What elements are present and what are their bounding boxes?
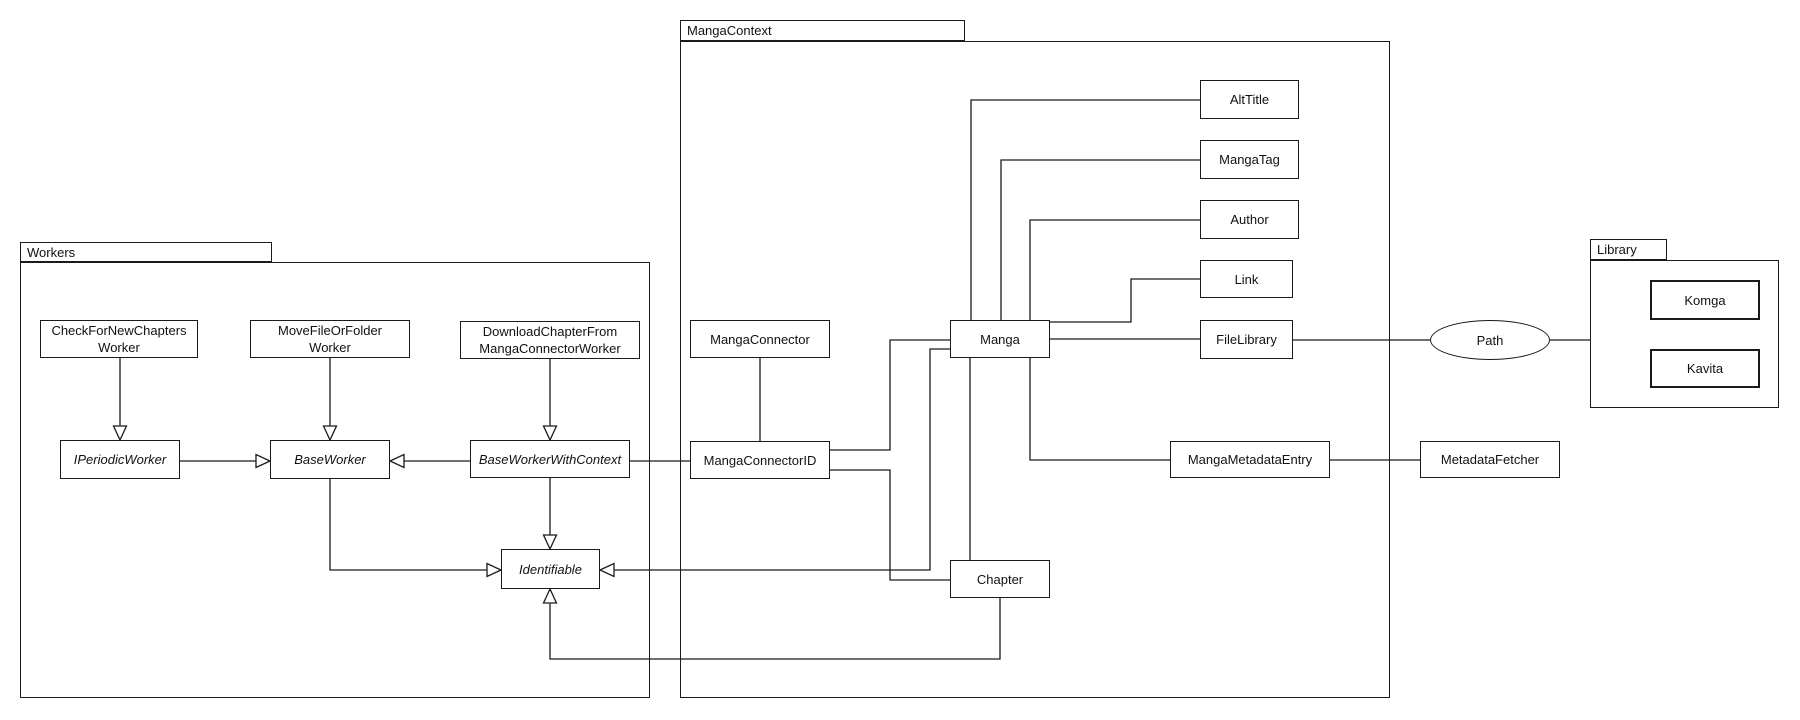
class-label-line: Path xyxy=(1476,332,1504,348)
class-label-line: CheckForNewChapters xyxy=(51,323,187,338)
inherit-arrowhead-check_worker-iperiodic_worker xyxy=(112,425,128,442)
class-box-base_worker_with_context: BaseWorkerWithContext xyxy=(470,440,630,478)
class-box-manga_connector: MangaConnector xyxy=(690,320,830,358)
class-box-manga_connector_id: MangaConnectorID xyxy=(690,441,830,479)
inherit-arrowhead-base_worker-identifiable xyxy=(486,562,503,578)
class-box-chapter: Chapter xyxy=(950,560,1050,598)
inherit-arrowhead-base_worker_with_context-base_worker xyxy=(388,453,405,469)
class-label-line: MetadataFetcher xyxy=(1440,452,1540,467)
edge-manga-link xyxy=(1050,278,1200,323)
class-label-line: Identifiable xyxy=(519,561,582,577)
class-label-line: MangaConnectorID xyxy=(703,452,817,468)
class-box-komga: Komga xyxy=(1650,280,1760,320)
package-label: MangaContext xyxy=(687,23,772,38)
class-label-line: Manga xyxy=(980,331,1020,347)
edge-manga-alt_title xyxy=(970,99,1200,320)
package-tab-manga_context: MangaContext xyxy=(680,20,965,41)
class-label-line: MangaConnectorWorker xyxy=(479,341,621,356)
class-label-line: MangaConnector xyxy=(710,331,810,347)
class-label-line: DownloadChapterFrom xyxy=(482,324,618,339)
class-label-line: Link xyxy=(1234,271,1259,287)
class-label-line: Komga xyxy=(1684,292,1726,308)
class-box-alt_title: AltTitle xyxy=(1200,80,1299,119)
class-label-line: MoveFileOrFolder xyxy=(277,323,383,338)
class-label-line: IPeriodicWorker xyxy=(73,452,167,467)
edge-manga-manga_connector_id xyxy=(830,339,950,451)
package-label: Workers xyxy=(27,244,76,260)
inherit-arrowhead-download_worker-base_worker_with_context xyxy=(542,425,558,442)
class-box-link: Link xyxy=(1200,260,1293,298)
inherit-arrowhead-chapter-identifiable xyxy=(542,587,558,604)
class-label-line: FileLibrary xyxy=(1216,332,1277,347)
class-label-line: MangaTag xyxy=(1219,152,1280,167)
class-label-line: BaseWorkerWithContext xyxy=(478,451,622,467)
edge-manga-manga_tag xyxy=(1000,159,1200,320)
class-box-file_library: FileLibrary xyxy=(1200,320,1293,359)
class-label-line: Author xyxy=(1230,212,1269,227)
package-body-workers xyxy=(20,262,650,698)
inherit-arrowhead-move_worker-base_worker xyxy=(322,425,338,442)
inherit-arrowhead-base_worker_with_context-identifiable xyxy=(542,534,558,551)
class-label-line: Worker xyxy=(98,340,140,355)
ellipse-path: Path xyxy=(1430,320,1550,360)
edge-manga_connector_id-chapter xyxy=(830,469,950,581)
inherit-arrowhead-manga-identifiable xyxy=(598,562,615,578)
class-label-line: Worker xyxy=(309,340,351,355)
class-label-line: AltTitle xyxy=(1229,92,1270,107)
package-body-manga_context xyxy=(680,41,1390,698)
class-box-manga_metadata_entry: MangaMetadataEntry xyxy=(1170,441,1330,478)
class-box-base_worker: BaseWorker xyxy=(270,440,390,479)
package-body-library xyxy=(1590,260,1779,408)
package-tab-library: Library xyxy=(1590,239,1667,260)
class-box-kavita: Kavita xyxy=(1650,349,1760,388)
class-label-line: MangaMetadataEntry xyxy=(1187,452,1313,467)
class-box-identifiable: Identifiable xyxy=(501,549,600,589)
edge-manga-identifiable xyxy=(614,348,950,571)
edge-manga-manga_metadata_entry xyxy=(1029,358,1170,461)
class-label-line: BaseWorker xyxy=(294,452,366,467)
class-box-metadata_fetcher: MetadataFetcher xyxy=(1420,441,1560,478)
package-label: Library xyxy=(1597,242,1637,257)
class-label-line: Kavita xyxy=(1686,361,1724,376)
edge-chapter-identifiable xyxy=(549,598,1001,660)
edge-manga-author xyxy=(1029,219,1200,320)
class-box-manga_tag: MangaTag xyxy=(1200,140,1299,179)
class-box-manga: Manga xyxy=(950,320,1050,358)
package-tab-workers: Workers xyxy=(20,242,272,262)
edge-base_worker-identifiable xyxy=(329,479,487,571)
class-label-line: Chapter xyxy=(976,571,1024,587)
class-box-iperiodic_worker: IPeriodicWorker xyxy=(60,440,180,479)
inherit-arrowhead-iperiodic_worker-base_worker xyxy=(255,453,272,469)
class-box-author: Author xyxy=(1200,200,1299,239)
